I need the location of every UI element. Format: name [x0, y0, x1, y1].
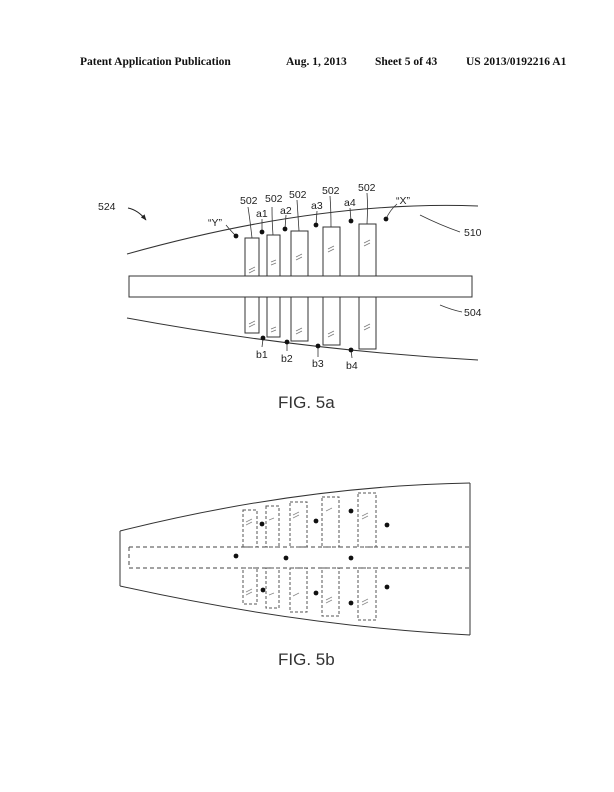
label-b1: b1	[256, 349, 268, 361]
upper-elements	[244, 223, 377, 277]
hatch-marks-5b	[245, 507, 369, 606]
outline-bottom	[119, 585, 471, 636]
dashed-rod	[128, 546, 470, 569]
figure-caption-5a: FIG. 5a	[278, 393, 335, 412]
figure-5a	[126, 192, 479, 361]
outline-top	[119, 482, 471, 532]
point-b1	[260, 335, 266, 341]
leaders-502	[247, 192, 368, 239]
ref-label-502: 502	[322, 185, 340, 197]
point-b2	[284, 339, 290, 345]
ref-arrow-524	[127, 207, 147, 221]
point-b3	[315, 343, 321, 349]
point-y	[233, 233, 239, 239]
patent-number: US 2013/0192216 A1	[466, 56, 567, 68]
dashed-elements	[242, 492, 377, 621]
point-b4	[348, 347, 354, 353]
ref-label-504: 504	[464, 307, 482, 319]
point-a4	[348, 218, 354, 224]
point-a3	[313, 222, 319, 228]
points-5b	[233, 508, 390, 606]
label-a4: a4	[344, 197, 356, 209]
label-b4: b4	[346, 360, 358, 372]
ref-label-510: 510	[464, 227, 482, 239]
ref-label-502: 502	[240, 195, 258, 207]
label-b2: b2	[281, 353, 293, 365]
ref-label-502: 502	[358, 182, 376, 194]
label-a3: a3	[311, 200, 323, 212]
lower-elements	[244, 296, 377, 350]
figure-caption-5b: FIG. 5b	[278, 650, 335, 669]
publication-label: Patent Application Publication	[80, 56, 231, 68]
label-b3: b3	[312, 358, 324, 370]
ref-label-502: 502	[265, 193, 283, 205]
ref-label-524: 524	[98, 201, 116, 213]
points-5a	[233, 216, 389, 353]
label-a2: a2	[280, 205, 292, 217]
outer-surface-bottom	[126, 317, 479, 361]
outer-surface-top	[126, 204, 479, 255]
figure-5b	[119, 482, 471, 636]
page-header: Patent Application Publication Aug. 1, 2…	[0, 56, 614, 72]
label-a1: a1	[256, 208, 268, 220]
publication-date: Aug. 1, 2013	[286, 56, 347, 68]
point-a2	[282, 226, 288, 232]
hatch-marks	[248, 239, 371, 338]
sheet-number: Sheet 5 of 43	[375, 56, 438, 68]
ref-label-502: 502	[289, 189, 307, 201]
inner-rod	[128, 275, 473, 298]
label-x: “X”	[396, 195, 411, 207]
point-x	[383, 216, 389, 222]
label-y: “Y”	[208, 217, 223, 229]
point-a1	[259, 229, 265, 235]
